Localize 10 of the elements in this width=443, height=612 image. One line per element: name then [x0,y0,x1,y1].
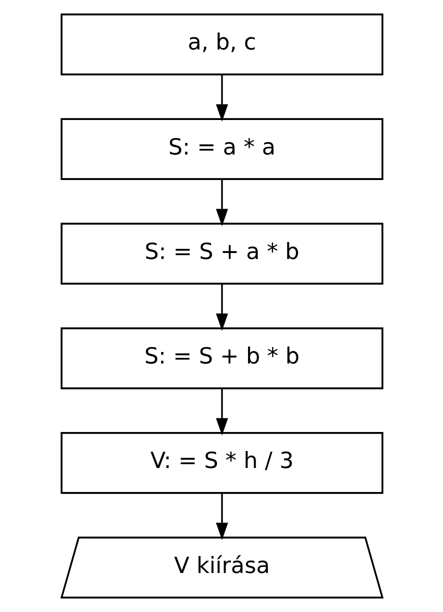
node-box: S: = S + a * b [60,222,383,285]
node-box: S: = S + b * b [60,327,383,390]
arrow [215,493,228,540]
arrow [215,74,228,122]
arrow [215,388,228,436]
node-box: V: = S * h / 3 [60,432,383,494]
node-box: S: = a * a [60,118,383,180]
arrow [215,284,228,331]
arrow [215,179,228,226]
node-box: a, b, c [60,14,383,76]
